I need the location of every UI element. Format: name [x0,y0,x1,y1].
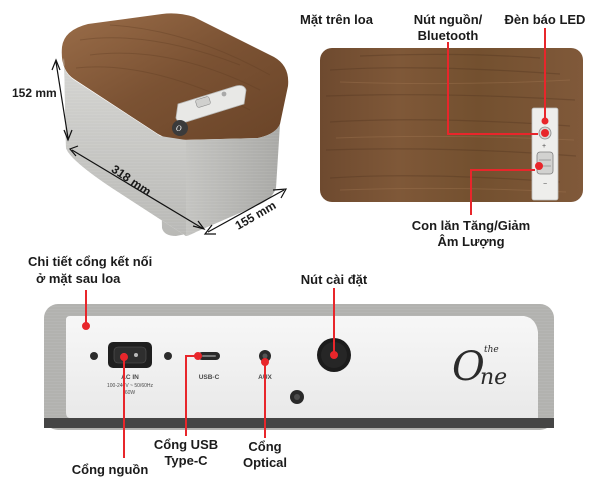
svg-text:ne: ne [480,365,507,390]
rear-callout-lines [82,288,338,458]
screw-left [90,352,98,360]
led-label: Đèn báo LED [505,12,586,27]
speaker-wood-top [61,13,289,140]
reset-button-label: Nút cài đặt [301,272,368,287]
rear-panel-title-line2: ở mặt sau loa [36,271,121,286]
optical-label-line2: Optical [243,455,287,470]
top-callout-lines [447,28,549,215]
the-one-logo: O [452,344,485,390]
top-surface-label: Mặt trên loa [300,12,374,27]
volume-minus-mark: − [543,181,547,188]
optical-label-line1: Cổng [248,439,281,454]
usb-port-caption: USB-C [199,374,220,381]
ac-port-spec-1: 100-240V ~ 50/60Hz [107,383,154,389]
usb-label-line1: Cổng USB [154,437,218,452]
speaker-logo-badge [172,120,188,136]
rear-panel-title-line1: Chi tiết cổng kết nối [28,254,152,269]
top-surface-view: + − [320,48,583,202]
dimension-lines [51,58,288,235]
screw-right [164,352,172,360]
svg-text:the: the [484,345,499,355]
rear-panel-view: AC IN 100-240V ~ 50/60Hz 60W USB-C AUX O… [44,304,554,430]
power-button-label-line2: Bluetooth [418,28,479,43]
volume-plus-mark: + [542,143,546,150]
volume-label-line1: Con lăn Tăng/Giảm [412,218,530,233]
ac-port-spec-2: 60W [125,390,136,396]
top-surface-wood [320,48,583,202]
height-dimension-label: 152 mm [12,86,57,100]
speaker-3d-view: O [61,13,289,236]
svg-text:O: O [176,125,182,133]
volume-label-line2: Âm Lượng [437,234,504,249]
power-button-label-line1: Nút nguồn/ [414,12,483,27]
ac-port-caption: AC IN [121,374,139,381]
usb-label-line2: Type-C [164,453,208,468]
rear-white-panel [66,316,538,418]
power-port-label: Cổng nguồn [72,462,149,477]
